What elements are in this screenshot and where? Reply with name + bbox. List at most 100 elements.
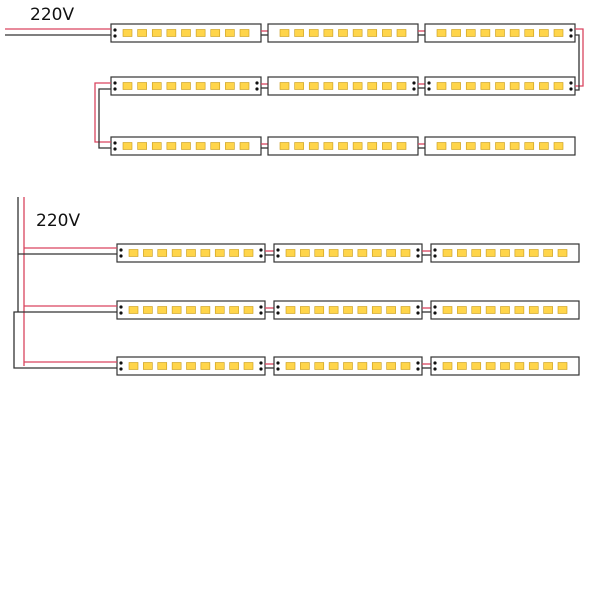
- led-chip: [151, 82, 162, 90]
- connector-dot: [569, 81, 573, 85]
- led-chip: [539, 82, 549, 90]
- connector-dot: [113, 28, 117, 32]
- led-chip: [543, 306, 553, 314]
- led-chip: [465, 29, 476, 37]
- led-chip: [553, 82, 564, 90]
- led-chip: [500, 362, 510, 370]
- led-chip: [509, 142, 520, 150]
- led-chip: [171, 249, 182, 257]
- connector-dot: [569, 28, 573, 32]
- led-chip: [225, 82, 235, 90]
- connector-dot: [416, 361, 420, 365]
- connector-dot: [259, 367, 263, 371]
- led-chip: [451, 142, 461, 150]
- connector-dot: [259, 311, 263, 315]
- turn-wire: [94, 82, 111, 143]
- led-chip: [367, 82, 378, 90]
- led-chip: [528, 306, 539, 314]
- led-chip: [200, 249, 211, 257]
- led-chip: [400, 249, 411, 257]
- led-chip: [557, 306, 568, 314]
- led-chip: [442, 306, 453, 314]
- led-chip: [382, 29, 392, 37]
- led-chip: [122, 142, 133, 150]
- connector-dot: [119, 367, 123, 371]
- led-chip: [128, 362, 139, 370]
- led-chip: [200, 306, 211, 314]
- led-chip: [166, 142, 177, 150]
- led-chip: [367, 29, 378, 37]
- led-chip: [171, 306, 182, 314]
- led-chip: [214, 306, 225, 314]
- led-chip: [386, 306, 396, 314]
- connector-dot: [433, 305, 437, 309]
- led-chip: [396, 82, 407, 90]
- led-chip: [524, 142, 535, 150]
- led-chip: [122, 29, 133, 37]
- led-chip: [279, 82, 290, 90]
- led-chip: [243, 249, 254, 257]
- led-chip: [195, 82, 206, 90]
- connector-dot: [119, 305, 123, 309]
- led-chip: [524, 29, 535, 37]
- led-chip: [243, 306, 254, 314]
- led-chip: [166, 29, 177, 37]
- voltage-label-parallel: 220V: [36, 211, 81, 231]
- led-chip: [352, 82, 363, 90]
- led-chip: [400, 362, 411, 370]
- led-chip: [338, 82, 348, 90]
- led-chip: [495, 142, 505, 150]
- led-chip: [143, 362, 153, 370]
- led-chip: [338, 29, 348, 37]
- led-chip: [480, 142, 491, 150]
- voltage-label-series: 220V: [30, 5, 75, 25]
- led-chip: [143, 249, 153, 257]
- connector-dot: [119, 311, 123, 315]
- connector-dot: [433, 248, 437, 252]
- led-chip: [239, 82, 250, 90]
- led-chip: [157, 249, 168, 257]
- connector-dot: [259, 254, 263, 258]
- led-chip: [181, 142, 191, 150]
- connector-dot: [433, 311, 437, 315]
- led-chip: [210, 29, 221, 37]
- led-chip: [442, 249, 453, 257]
- led-chip: [400, 306, 411, 314]
- led-chip: [514, 249, 525, 257]
- connector-dot: [119, 248, 123, 252]
- led-chip: [328, 306, 339, 314]
- led-chip: [557, 362, 568, 370]
- led-chip: [485, 362, 496, 370]
- led-chip: [338, 142, 348, 150]
- led-chip: [500, 306, 510, 314]
- led-chip: [314, 249, 325, 257]
- led-chip: [471, 306, 482, 314]
- led-chip: [323, 142, 334, 150]
- connector-dot: [259, 361, 263, 365]
- led-chip: [352, 142, 363, 150]
- led-chip: [285, 306, 296, 314]
- led-chip: [480, 29, 491, 37]
- led-chip: [181, 82, 191, 90]
- connector-dot: [427, 87, 431, 91]
- led-chip: [436, 82, 447, 90]
- led-chip: [279, 29, 290, 37]
- led-chip: [122, 82, 133, 90]
- connector-dot: [433, 367, 437, 371]
- connector-dot: [259, 248, 263, 252]
- connector-dot: [276, 305, 280, 309]
- led-chip: [128, 249, 139, 257]
- connector-dot: [416, 248, 420, 252]
- led-chip: [137, 82, 147, 90]
- led-chip: [343, 306, 353, 314]
- branch-wire: [13, 311, 117, 369]
- connector-dot: [416, 311, 420, 315]
- connector-dot: [276, 311, 280, 315]
- led-chip: [308, 82, 319, 90]
- led-chip: [357, 362, 368, 370]
- led-chip: [465, 82, 476, 90]
- led-chip: [200, 362, 211, 370]
- turn-wire: [98, 88, 111, 149]
- led-chip: [343, 249, 353, 257]
